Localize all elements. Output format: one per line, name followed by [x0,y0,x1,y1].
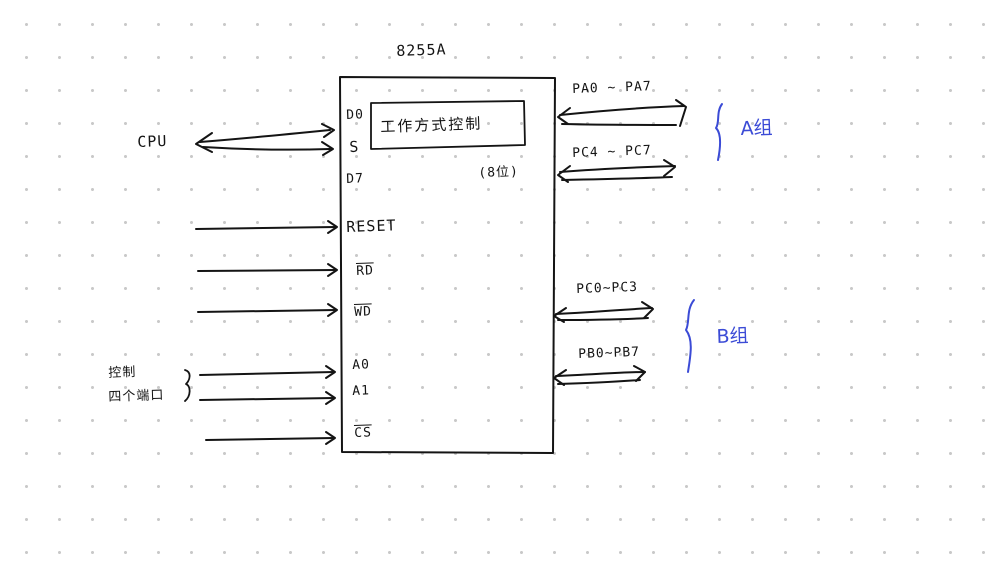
group-b-label: B组 [716,324,749,348]
inner-control-box [370,100,526,150]
rd-arrow [197,263,338,277]
wr-arrow [197,303,338,317]
control-label-line1: 控制 [108,365,137,381]
cpu-bus-arrow [195,123,335,156]
port-pa-label: PA0 ~ PA7 [572,79,652,97]
reset-arrow [195,220,338,234]
port-pb-label: PB0~PB7 [578,344,641,362]
pin-d7: D7 [346,171,365,187]
pin-wr: WD [354,304,373,320]
control-label-line2: 四个端口 [108,388,165,405]
port-pc-high-label: PC4 ~ PC7 [572,143,652,161]
pin-a1: A1 [352,383,371,399]
a1-arrow [199,391,336,405]
pin-a0: A0 [352,357,371,373]
pin-d0: D0 [346,107,365,123]
pin-cs: CS [354,425,373,441]
cs-arrow [205,431,336,445]
cpu-label: CPU [137,131,168,151]
pb-arrow [553,365,646,386]
group-b-brace [685,299,695,373]
pin-range-mark: S [349,137,360,156]
inner-box-note: (8位) [478,164,520,181]
pc-high-arrow [557,159,676,183]
control-brace [184,369,191,402]
group-a-label: A组 [740,116,773,140]
port-pc-low-label: PC0~PC3 [576,279,639,297]
pin-rd: RD [356,263,375,279]
chip-outline [339,76,556,454]
a0-arrow [199,365,336,379]
pc-low-arrow [553,301,654,323]
pin-reset: RESET [346,216,397,236]
group-a-brace [715,103,723,161]
pa-arrow [557,99,687,127]
inner-box-label: 工作方式控制 [380,114,483,136]
chip-title: 8255A [396,40,447,60]
